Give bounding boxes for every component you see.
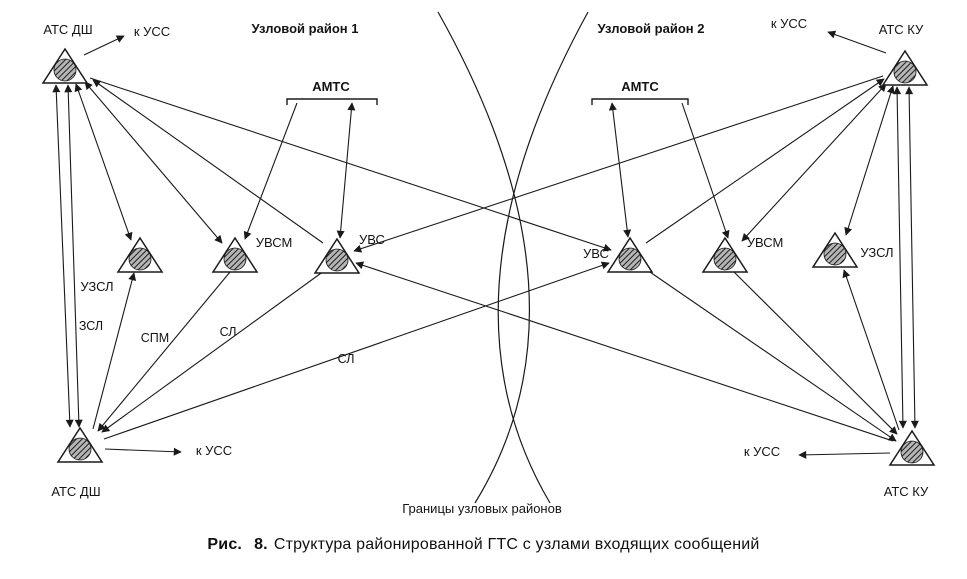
edge-uvsr-kubot bbox=[646, 269, 897, 442]
edge-dshbot-uzsl-zsl bbox=[92, 272, 137, 430]
edge-amtsr-uvsmr bbox=[681, 102, 730, 239]
uvsm-right-label: УВСМ bbox=[747, 235, 784, 250]
node-uvsm-right: УВСМ bbox=[701, 235, 784, 273]
edge-uvsmr-kubot bbox=[733, 271, 898, 435]
uvsm-left-core bbox=[223, 247, 247, 271]
edge-dshtop-uzsl bbox=[74, 83, 133, 241]
node-uvs-right: УВС bbox=[583, 236, 654, 273]
atc-dsh-bottom-label: АТС ДШ bbox=[51, 484, 100, 499]
node-atc-ku-top: АТС КУ bbox=[879, 22, 929, 86]
uvs-left-label: УВС bbox=[359, 232, 385, 247]
edge-kubot-uvsl bbox=[355, 261, 894, 442]
edge-dshtop-uvsm bbox=[84, 81, 223, 244]
edge-kubot-uzslr bbox=[842, 269, 900, 431]
label-sl-2: СЛ bbox=[338, 352, 355, 366]
edge-amtsr-uvsr bbox=[608, 102, 632, 238]
node-uvs-left: УВС bbox=[313, 232, 385, 274]
amts-right-label: АМТС bbox=[621, 79, 659, 94]
caption-prefix: Рис. bbox=[207, 536, 243, 553]
node-uzsl-right: УЗСЛ bbox=[811, 231, 894, 268]
atc-ku-bottom-label: АТС КУ bbox=[884, 484, 929, 499]
amts-left-label: АМТС bbox=[312, 79, 350, 94]
trunk-dshtop-dshbot-1 bbox=[52, 84, 74, 428]
label-spm: СПМ bbox=[141, 331, 169, 345]
edge-uvsl-dshbot-sl bbox=[101, 270, 325, 433]
edge-dshtop-uss bbox=[83, 35, 125, 56]
uvsm-left-label: УВСМ bbox=[256, 235, 293, 250]
atc-dsh-top-label: АТС ДШ bbox=[43, 22, 92, 37]
edge-amtsl-uvs bbox=[336, 102, 356, 239]
node-atc-dsh-top: АТС ДШ bbox=[41, 22, 93, 84]
node-atc-dsh-bottom: АТС ДШ bbox=[51, 426, 104, 499]
boundary-label: Границы узловых районов bbox=[402, 501, 562, 516]
edge-dshbot-uss bbox=[104, 447, 182, 456]
atc-ku-bottom-core bbox=[900, 440, 924, 464]
uss-top-left: к УСС bbox=[134, 24, 170, 39]
figure-caption: Рис. 8. Структура районированной ГТС с узл… bbox=[0, 536, 967, 554]
label-sl-1: СЛ bbox=[220, 325, 237, 339]
uss-bottom-right: к УСС bbox=[744, 444, 780, 459]
atc-dsh-bottom-core bbox=[68, 437, 92, 461]
uss-bottom-left: к УСС bbox=[196, 443, 232, 458]
atc-ku-top-core bbox=[893, 60, 917, 84]
edge-kutop-uvsl bbox=[353, 75, 884, 253]
node-uvsm-left: УВСМ bbox=[211, 235, 293, 273]
uvs-right-core bbox=[618, 247, 642, 271]
edge-dshtop-uvsr bbox=[89, 77, 612, 252]
uvs-right-label: УВС bbox=[583, 246, 609, 261]
gts-diagram-svg: Границы узловых районов АМТС АМТС АТС ДШ АТС… bbox=[41, 11, 936, 516]
amts-right: АМТС bbox=[591, 79, 689, 105]
region-1-label: Узловой район 1 bbox=[252, 21, 359, 36]
edge-uvsl-dshtop bbox=[92, 79, 324, 244]
trunk-kutop-kubot-1 bbox=[893, 86, 907, 429]
figure-area: Границы узловых районов АМТС АМТС АТС ДШ АТС… bbox=[41, 11, 936, 516]
uss-top-right: к УСС bbox=[771, 16, 807, 31]
amts-right-bracket bbox=[591, 98, 689, 105]
edge-dshbot-uvsr-sl bbox=[103, 261, 610, 440]
node-uzsl-left: УЗСЛ bbox=[80, 236, 164, 294]
uzsl-right-core bbox=[823, 242, 847, 266]
caption-text: Структура районированной ГТС с узлами вх… bbox=[273, 536, 760, 553]
uzsl-right-label: УЗСЛ bbox=[860, 245, 893, 260]
edge-amtsl-uvsm bbox=[243, 102, 298, 240]
edge-kutop-uss bbox=[827, 30, 887, 54]
district-boundary-curve-1 bbox=[437, 11, 530, 504]
edge-kutop-uvsmr bbox=[741, 83, 887, 242]
region-2-label: Узловой район 2 bbox=[598, 21, 705, 36]
uvs-left-core bbox=[325, 248, 349, 272]
trunk-kutop-kubot-2 bbox=[905, 86, 919, 429]
amts-left-bracket bbox=[286, 98, 378, 105]
amts-left: АМТС bbox=[286, 79, 378, 105]
node-atc-ku-bottom: АТС КУ bbox=[884, 429, 936, 499]
caption-number: 8. bbox=[254, 536, 268, 553]
edge-uvsm-dshbot-spm bbox=[97, 271, 231, 432]
uzsl-left-label: УЗСЛ bbox=[80, 279, 113, 294]
edge-kubot-uss bbox=[798, 450, 891, 459]
district-boundary-curve-2 bbox=[497, 11, 589, 504]
label-zsl: ЗСЛ bbox=[79, 319, 103, 333]
edge-uvsr-kutop bbox=[645, 78, 885, 244]
atc-ku-top-label: АТС КУ bbox=[879, 22, 924, 37]
uzsl-left-core bbox=[128, 247, 152, 271]
edge-kutop-uzslr bbox=[844, 85, 895, 236]
trunk-dshtop-dshbot-2 bbox=[64, 84, 83, 428]
atc-dsh-top-core bbox=[53, 58, 77, 82]
uvsm-right-core bbox=[713, 247, 737, 271]
